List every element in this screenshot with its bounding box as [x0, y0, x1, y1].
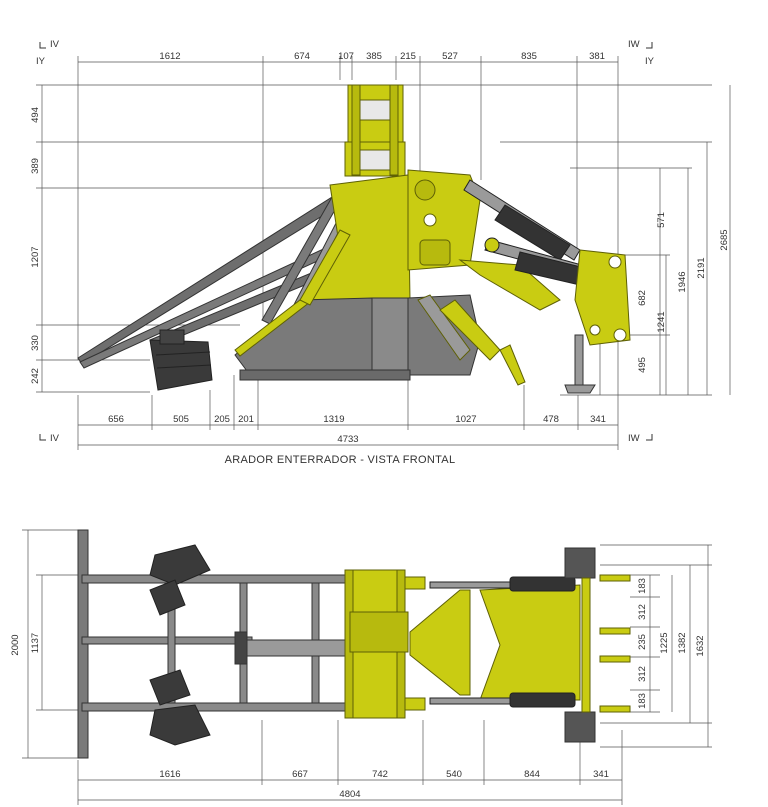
- dim-label: 494: [30, 107, 41, 123]
- section-mark-label: IW: [628, 39, 640, 50]
- frame-tubes: [77, 529, 353, 759]
- section-mark-top-left: IV IY: [36, 39, 60, 67]
- dim-label: 656: [108, 414, 124, 425]
- section-mark-bottom-left: IV: [39, 433, 60, 444]
- dim-label: 235: [637, 634, 648, 650]
- section-mark-label: IW: [628, 433, 640, 444]
- dim-label: 1946: [677, 271, 688, 292]
- dim-label: 1137: [30, 633, 41, 653]
- dim-label: 1207: [30, 246, 41, 267]
- dim-label: 242: [30, 368, 41, 384]
- hitch-mast: [344, 84, 406, 177]
- top-left-dimensions: [22, 529, 82, 759]
- dim-label: 389: [30, 158, 41, 174]
- top-cylinders: [429, 576, 576, 708]
- dim-label: 341: [590, 414, 606, 425]
- dim-label: 540: [446, 769, 462, 780]
- dim-label: 1382: [677, 632, 688, 653]
- dim-label: 835: [521, 51, 537, 62]
- top-right-dimensions: [600, 544, 712, 748]
- dim-label: 312: [637, 604, 648, 620]
- dim-label: 844: [524, 769, 540, 780]
- dim-label: 1225: [659, 632, 670, 653]
- main-frame: [298, 169, 561, 311]
- top-machine-drawing: [77, 529, 631, 759]
- top-bottom-dimensions: [77, 720, 623, 805]
- rear-hitch: [564, 547, 631, 743]
- hydraulic-cylinders: [463, 179, 601, 286]
- dim-label: 505: [173, 414, 189, 425]
- section-mark-label: IV: [50, 39, 60, 50]
- dim-label: 1319: [323, 414, 344, 425]
- front-view: IV IY IW IY IV IW 1612: [30, 39, 731, 466]
- rear-arm: [564, 249, 631, 394]
- dim-label: 201: [238, 414, 254, 425]
- tine-chains: [234, 229, 526, 386]
- dim-label: 495: [637, 357, 648, 373]
- dim-label: 674: [294, 51, 310, 62]
- front-machine-drawing: [77, 84, 631, 394]
- gearbox: [149, 329, 213, 391]
- dim-label: 183: [637, 693, 648, 709]
- dim-label: 478: [543, 414, 559, 425]
- dim-label: 682: [637, 290, 648, 306]
- dim-label: 742: [372, 769, 388, 780]
- dim-label: 1632: [695, 635, 706, 656]
- dim-label: 183: [637, 578, 648, 594]
- dim-label: 341: [593, 769, 609, 780]
- section-mark-label: IV: [50, 433, 60, 444]
- dim-label: 1616: [159, 769, 180, 780]
- side-gearboxes: [149, 544, 211, 746]
- dim-label: 312: [637, 666, 648, 682]
- dim-label: 107: [338, 51, 354, 62]
- dim-label: 215: [400, 51, 416, 62]
- dim-label: 381: [589, 51, 605, 62]
- section-mark-label: IY: [645, 56, 655, 67]
- dim-label: 1241: [656, 311, 667, 332]
- dim-label: 1027: [455, 414, 476, 425]
- overall-width-label: 4733: [337, 434, 358, 445]
- front-bottom-dimensions: [77, 375, 619, 450]
- section-mark-label: IY: [36, 56, 46, 67]
- dim-label: 2000: [10, 634, 21, 655]
- dim-label: 330: [30, 335, 41, 351]
- dim-label: 2191: [696, 257, 707, 278]
- overall-width-label: 4804: [339, 789, 360, 800]
- front-view-title: ARADOR ENTERRADOR - VISTA FRONTAL: [225, 454, 456, 466]
- centre-frame: [344, 569, 581, 719]
- dim-label: 205: [214, 414, 230, 425]
- dim-label: 667: [292, 769, 308, 780]
- section-mark-top-right: IW IY: [628, 39, 655, 67]
- dim-label: 385: [366, 51, 382, 62]
- dim-label: 571: [656, 212, 667, 228]
- dim-label: 2685: [719, 229, 730, 250]
- top-view: 2000 1137 183 312 235 312 183 1225 1382 …: [10, 529, 712, 805]
- front-right-dimensions: [380, 84, 731, 396]
- dim-label: 1612: [159, 51, 180, 62]
- dim-label: 527: [442, 51, 458, 62]
- section-mark-bottom-right: IW: [628, 433, 653, 444]
